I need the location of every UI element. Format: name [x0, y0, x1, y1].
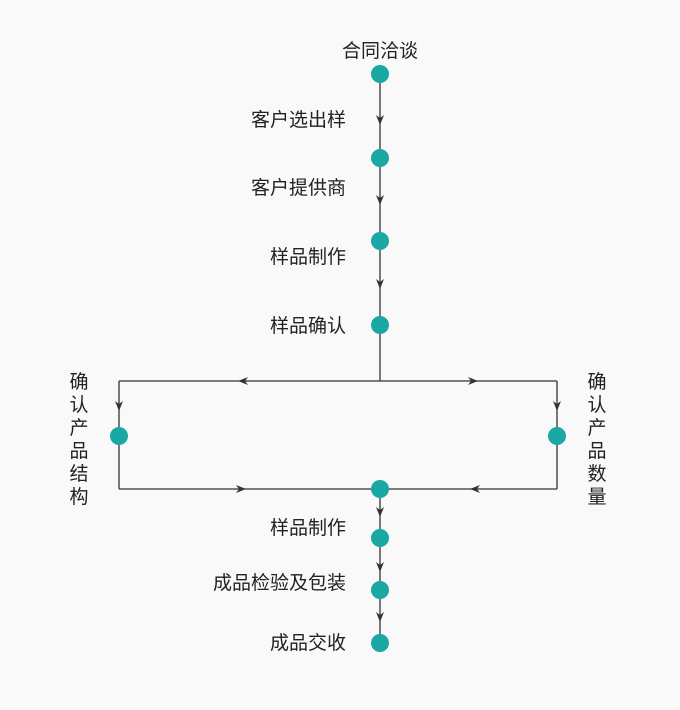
- arrow-left-icon: [238, 377, 248, 385]
- label-sample-make: 样品制作: [269, 246, 346, 268]
- arrow-left-icon: [470, 485, 480, 493]
- arrow-down-icon: [376, 115, 384, 125]
- node-contract: [371, 65, 389, 83]
- node-inspect-pack: [371, 581, 389, 599]
- node-confirm-structure: [110, 427, 128, 445]
- label-sample-make-2: 样品制作: [269, 517, 346, 539]
- node-sample-make: [371, 232, 389, 250]
- arrow-down-icon: [376, 195, 384, 205]
- label-deliver: 成品交收: [269, 632, 346, 654]
- arrow-down-icon: [376, 279, 384, 289]
- node-sample-confirm: [371, 316, 389, 334]
- label-customer-supply: 客户提供商: [250, 177, 346, 199]
- label-sample-confirm: 样品确认: [269, 315, 346, 337]
- arrow-down-icon: [376, 562, 384, 572]
- label-contract: 合同洽谈: [341, 40, 418, 62]
- arrow-right-icon: [236, 485, 246, 493]
- node-customer-pick: [371, 149, 389, 167]
- arrow-down-icon: [376, 507, 384, 517]
- node-confirm-quantity: [548, 427, 566, 445]
- label-confirm-structure: 确认产品结构: [69, 371, 89, 508]
- label-customer-pick: 客户选出样: [250, 109, 346, 131]
- arrow-down-icon: [553, 401, 561, 411]
- node-deliver: [371, 634, 389, 652]
- arrow-down-icon: [115, 401, 123, 411]
- label-inspect-pack: 成品检验及包装: [212, 572, 346, 594]
- node-sample-make-2: [371, 529, 389, 547]
- arrow-down-icon: [376, 612, 384, 622]
- arrow-right-icon: [468, 377, 478, 385]
- node-merge: [371, 480, 389, 498]
- label-confirm-quantity: 确认产品数量: [587, 371, 607, 508]
